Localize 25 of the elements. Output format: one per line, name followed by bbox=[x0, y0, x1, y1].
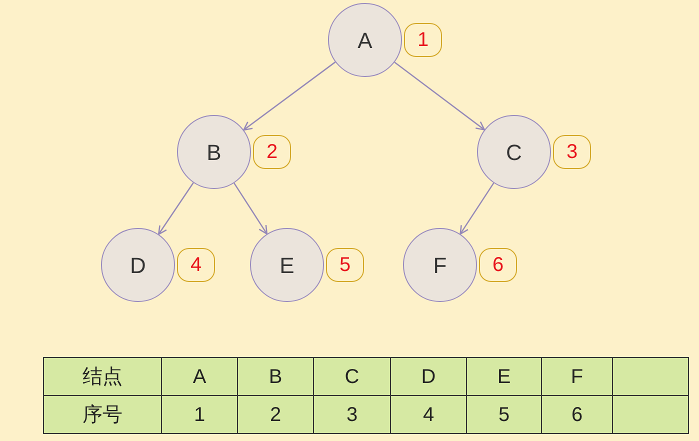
arrow bbox=[234, 182, 268, 235]
arrow bbox=[158, 182, 194, 235]
index-badge: 6 bbox=[479, 248, 517, 282]
table-cell-text: 6 bbox=[571, 402, 583, 428]
table-cell-text: C bbox=[344, 364, 360, 390]
table-cell-text: F bbox=[570, 364, 584, 390]
table-cell-text: 结点 bbox=[82, 364, 122, 390]
table-cell-text: A bbox=[192, 364, 206, 390]
table-cell-text: D bbox=[421, 364, 436, 390]
table-cell-text: B bbox=[268, 364, 282, 390]
table-cell-text: 1 bbox=[194, 402, 206, 428]
index-badge: 2 bbox=[253, 135, 291, 169]
index-badge: 5 bbox=[326, 248, 364, 282]
table-cell-text: 3 bbox=[346, 402, 358, 428]
table-cell-text: 2 bbox=[270, 402, 282, 428]
index-badge: 4 bbox=[177, 248, 215, 282]
arrow bbox=[243, 62, 336, 131]
table-cell-text: E bbox=[497, 364, 511, 390]
table-cell-text: 5 bbox=[498, 402, 510, 428]
index-badge: 3 bbox=[553, 135, 591, 169]
table-cell-text: 序号 bbox=[82, 402, 122, 428]
arrow bbox=[394, 62, 486, 130]
table-cell-text: 4 bbox=[422, 402, 434, 428]
index-badge: 1 bbox=[404, 23, 442, 57]
arrow bbox=[460, 182, 494, 235]
